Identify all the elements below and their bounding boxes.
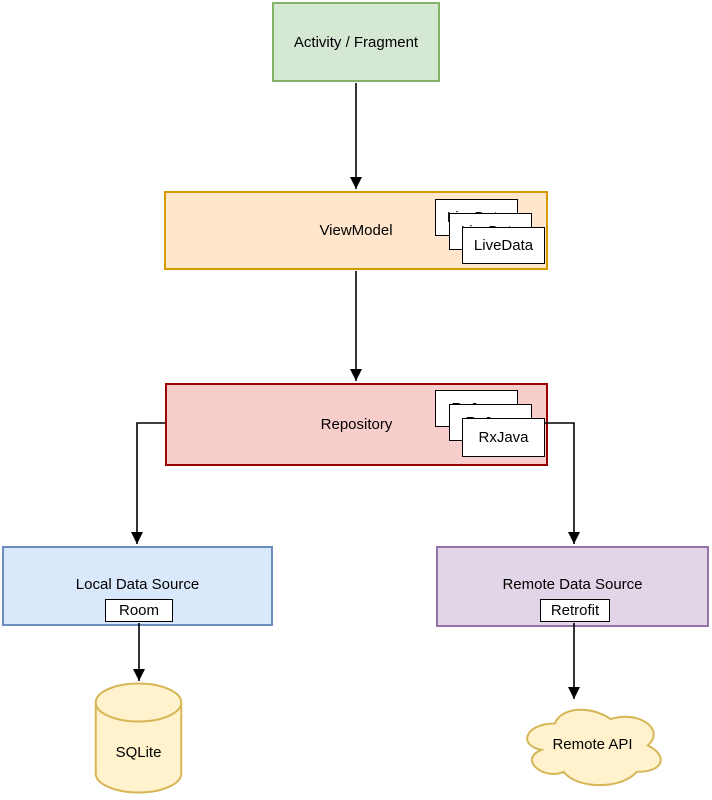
node-activity-fragment: Activity / Fragment (272, 2, 440, 82)
edge-repository-to-local (131, 422, 165, 544)
retrofit-label: Retrofit (550, 602, 600, 619)
livedata-label: LiveData (473, 237, 534, 254)
cloud-shape (526, 708, 662, 787)
remote-api-label: Remote API (552, 736, 633, 753)
rxjava-stack-paper-front: RxJava (462, 418, 545, 457)
database-cylinder-shape (94, 682, 183, 794)
sqlite-label: SQLite (115, 744, 162, 761)
viewmodel-label: ViewModel (319, 222, 393, 239)
room-badge: Room (105, 599, 173, 622)
livedata-stack-paper-front: LiveData (462, 227, 545, 264)
remote-data-source-label: Remote Data Source (502, 576, 643, 593)
repository-label: Repository (320, 416, 393, 433)
retrofit-badge: Retrofit (540, 599, 610, 622)
local-data-source-label: Local Data Source (75, 575, 200, 593)
rxjava-label: RxJava (478, 429, 529, 446)
activity-fragment-label: Activity / Fragment (293, 33, 419, 51)
edge-repository-to-remote (545, 422, 580, 544)
room-label: Room (118, 602, 159, 619)
